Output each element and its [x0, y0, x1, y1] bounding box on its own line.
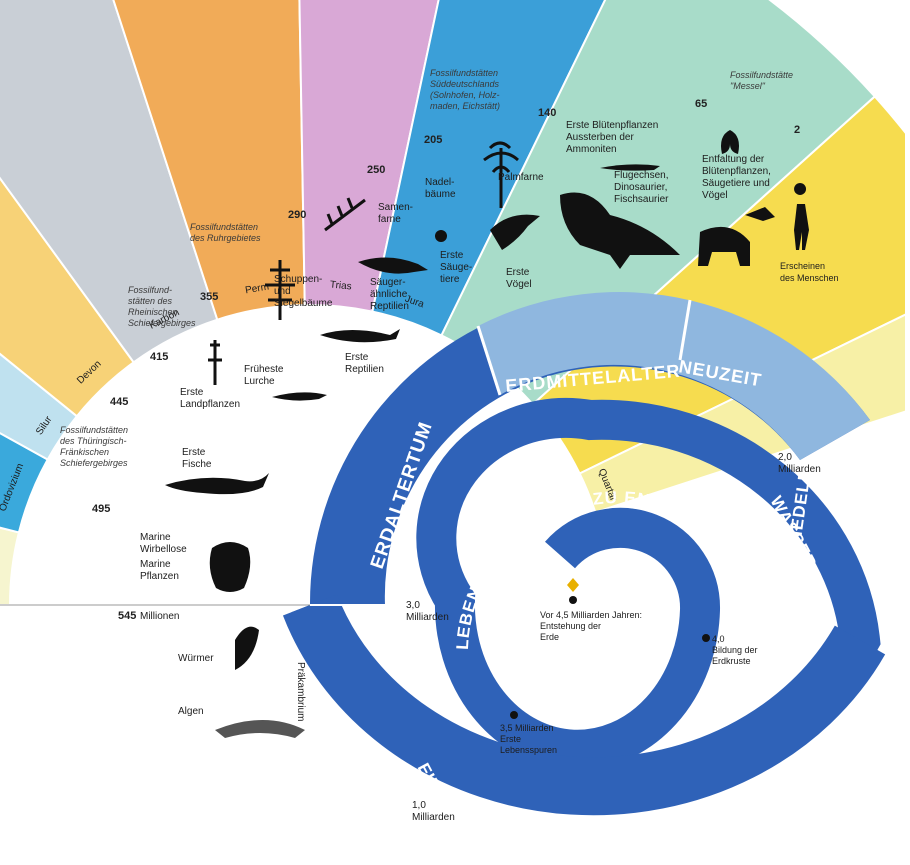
cycad-icon — [483, 141, 519, 208]
spiral-outer-band — [282, 594, 886, 816]
flower-icon — [721, 130, 739, 154]
sector-perm — [112, 0, 306, 321]
early-plant-icon — [208, 340, 222, 385]
bird-icon — [490, 214, 540, 250]
human-icon — [794, 183, 809, 250]
site-messel: Fossilfundstätte"Messel" — [730, 70, 793, 91]
period-label-perm: Perm — [244, 281, 269, 296]
reptile-icon — [320, 329, 400, 343]
age-65: 65 — [695, 98, 707, 110]
labels: 545 Millionen 495 445 415 355 290 250 205 140 65 2M… — [60, 68, 839, 823]
bird2-icon — [745, 207, 775, 221]
age-355: 355 — [200, 291, 218, 303]
event-algen: Algen — [178, 706, 204, 717]
ichthyosaur-icon — [600, 164, 660, 171]
era-band-light — [478, 292, 870, 460]
era-divider — [678, 299, 692, 361]
era-divider — [476, 325, 502, 396]
trilobite-icon — [209, 542, 251, 592]
period-label-trias: Trias — [329, 279, 352, 292]
age-545: 545 — [118, 610, 136, 622]
event-samenfarne: Samen-farne — [378, 202, 413, 225]
age-495: 495 — [92, 503, 110, 515]
sector-ordovizium — [0, 432, 49, 534]
edge-mask — [905, 0, 910, 865]
sector-kambrium — [0, 526, 21, 606]
sector-trias — [298, 0, 440, 313]
algae-icon — [215, 720, 305, 738]
sector-karbon — [0, 0, 219, 364]
seed-fern-icon — [324, 197, 366, 232]
event-flugechsen: Flugechsen,Dinosaurier,Fischsaurier — [614, 170, 669, 205]
event-wuermer: Würmer — [178, 653, 214, 664]
age-205: 205 — [424, 134, 442, 146]
age-545-unit: Millionen — [140, 611, 179, 622]
sector-silur — [0, 352, 79, 461]
age-140: 140 — [538, 107, 556, 119]
amphibian-icon — [272, 392, 327, 401]
spiral-event-4-5: Vor 4,5 Milliarden Jahren:Entstehung der… — [540, 610, 642, 642]
sector-jura — [371, 0, 607, 337]
therapsid-icon — [358, 257, 428, 274]
event-dot-45 — [569, 596, 577, 604]
worm-icon — [235, 626, 259, 670]
lepidodendron-icon — [265, 260, 295, 320]
period-label-praekambrium: Präkambrium — [295, 662, 306, 721]
silhouettes — [165, 130, 809, 738]
earth-origin-icon — [567, 578, 579, 592]
fish-icon — [165, 473, 269, 495]
event-nadelbaeume: Nadel-bäume — [425, 177, 456, 200]
event-palmfarne: Palmfarne — [498, 172, 544, 183]
age-290: 290 — [288, 209, 306, 221]
sector-devon — [0, 176, 136, 418]
mammal-icon — [435, 230, 447, 242]
age-415: 415 — [150, 351, 168, 363]
mammoth-icon — [698, 226, 750, 266]
dinosaur-icon — [560, 192, 680, 269]
age-445: 445 — [110, 396, 128, 408]
era-ring — [309, 292, 870, 605]
sector-quartaer — [578, 311, 910, 514]
age-250: 250 — [367, 164, 385, 176]
age-2: 2 — [794, 124, 800, 136]
event-dot-35 — [510, 711, 518, 719]
event-dot-40 — [702, 634, 710, 642]
spiral — [0, 398, 886, 816]
